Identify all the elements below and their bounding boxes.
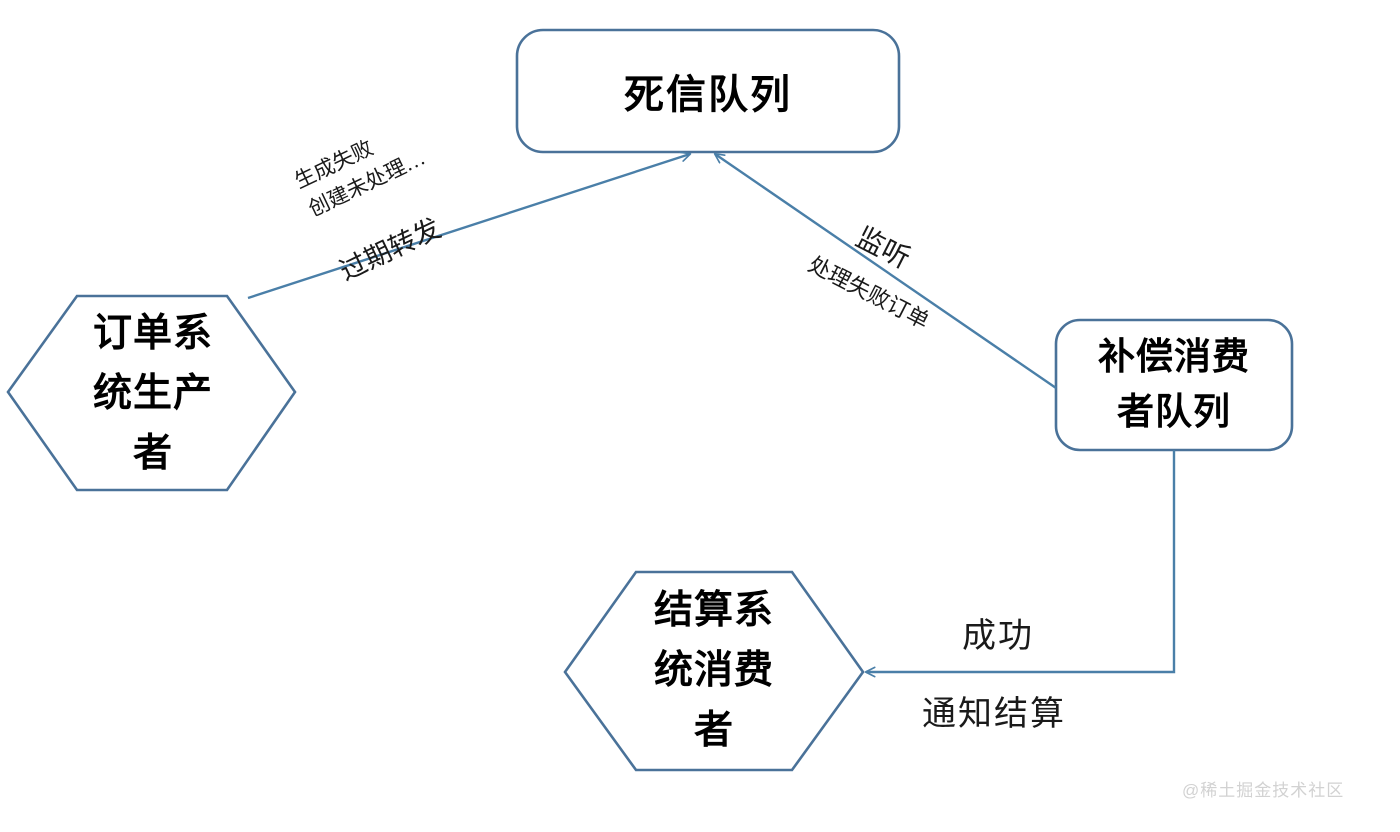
node-dead-letter-queue[interactable] xyxy=(515,28,901,154)
watermark: @稀土掘金技术社区 xyxy=(1182,781,1345,800)
edge-compensation-to-dlq-line xyxy=(713,152,1057,389)
node-compensation-queue[interactable] xyxy=(1054,318,1294,452)
edge-compensation-to-settlement-line xyxy=(864,450,1176,678)
compensation-queue-shape xyxy=(1054,318,1294,452)
dead-letter-queue-shape xyxy=(515,28,901,154)
edge-order-to-dlq[interactable] xyxy=(247,151,692,300)
edge-label-notify-settlement: 通知结算 xyxy=(922,696,1066,733)
order-producer-shape xyxy=(6,294,297,492)
edge-compensation-to-dlq[interactable] xyxy=(713,152,1057,389)
edge-order-to-dlq-line xyxy=(247,151,692,300)
edge-label-success: 成功 xyxy=(962,618,1034,655)
settlement-consumer-shape xyxy=(563,570,865,772)
edge-compensation-to-settlement[interactable] xyxy=(864,450,1176,678)
node-settlement-consumer[interactable] xyxy=(563,570,865,772)
node-order-producer[interactable] xyxy=(6,294,297,492)
